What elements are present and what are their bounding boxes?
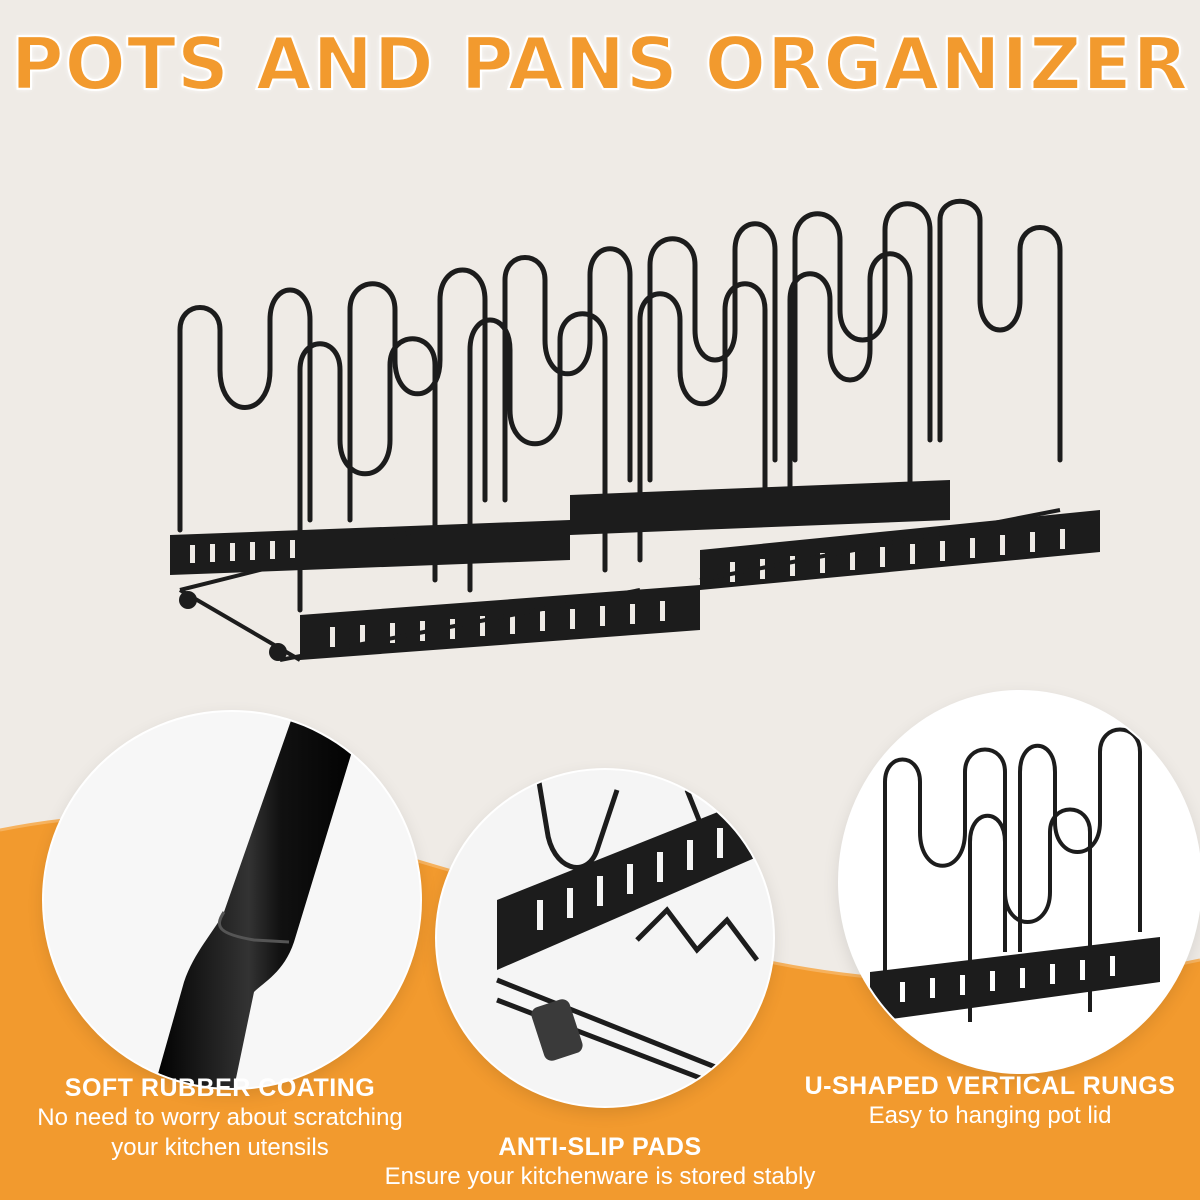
feature-heading: ANTI-SLIP PADS bbox=[498, 1133, 702, 1161]
feature-description-line: No need to worry about scratching bbox=[37, 1104, 403, 1131]
feature-heading: SOFT RUBBER COATING bbox=[64, 1074, 376, 1102]
feature-soft-rubber-coating: SOFT RUBBER COATING No need to worry abo… bbox=[0, 1074, 440, 1163]
pot-rack-illustration bbox=[170, 198, 1100, 662]
feature-anti-slip-pads: ANTI-SLIP PADS Ensure your kitchenware i… bbox=[330, 1133, 870, 1192]
feature-u-shaped-vertical-rungs: U-SHAPED VERTICAL RUNGS Easy to hanging … bbox=[780, 1072, 1200, 1131]
feature-description-line: Ensure your kitchenware is stored stably bbox=[384, 1163, 816, 1190]
feature-description-line: Easy to hanging pot lid bbox=[868, 1102, 1112, 1129]
page-title: POTS AND PANS ORGANIZER bbox=[10, 21, 1190, 107]
anti-slip-pads-closeup bbox=[437, 770, 773, 1106]
feature-description-line: your kitchen utensils bbox=[111, 1134, 329, 1161]
rubber-coating-closeup bbox=[44, 712, 420, 1088]
feature-heading: U-SHAPED VERTICAL RUNGS bbox=[804, 1072, 1176, 1100]
u-shaped-rungs-closeup bbox=[840, 692, 1200, 1072]
